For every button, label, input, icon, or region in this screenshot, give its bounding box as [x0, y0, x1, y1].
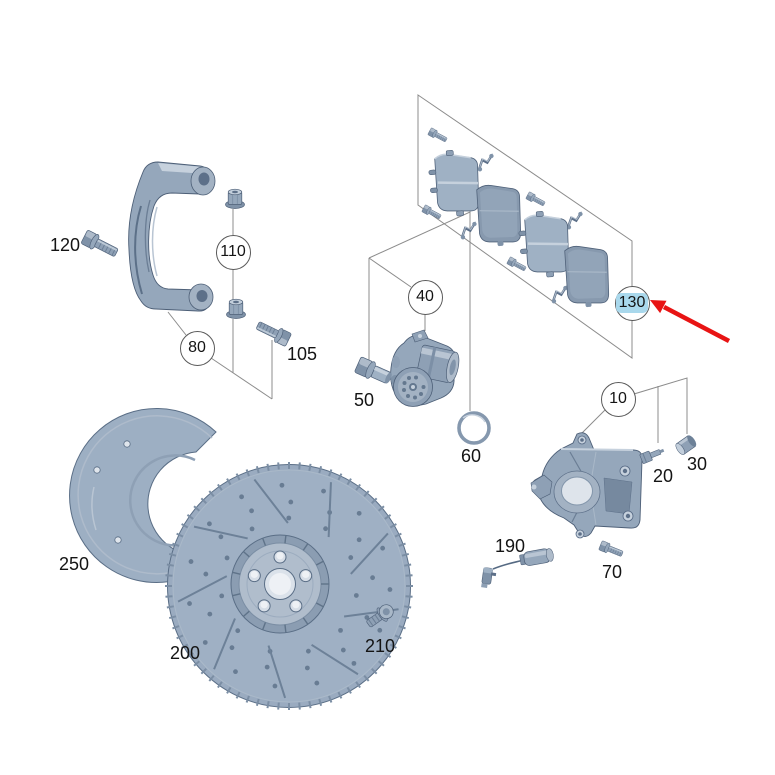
- callout-30[interactable]: 30: [686, 454, 708, 474]
- guide-pin-bolt-drawing: [80, 228, 121, 261]
- callout-80[interactable]: 80: [179, 330, 215, 366]
- bleeder-valve-drawing: [639, 448, 665, 464]
- flange-nut-upper-drawing: [225, 188, 245, 209]
- disc-serration-pattern: [165, 462, 413, 710]
- o-ring-drawing: [457, 411, 491, 445]
- callout-10-label: 10: [609, 390, 627, 407]
- caliper-bolt-drawing: [598, 539, 625, 560]
- callout-110-label: 110: [220, 243, 246, 260]
- disc-drilled-holes: [187, 482, 393, 689]
- callout-80-label: 80: [188, 339, 206, 356]
- callout-60[interactable]: 60: [460, 446, 482, 466]
- lug-holes: [247, 550, 313, 613]
- callout-40-label: 40: [416, 288, 434, 305]
- callout-130-label: 130: [615, 293, 649, 313]
- callout-200[interactable]: 200: [169, 643, 201, 663]
- callout-120[interactable]: 120: [49, 235, 81, 255]
- callout-10[interactable]: 10: [600, 381, 636, 417]
- actuator-motor-drawing: [390, 329, 460, 407]
- callout-130-highlighted[interactable]: 130: [614, 285, 650, 321]
- wear-sensor-drawing: [481, 548, 554, 589]
- callout-70[interactable]: 70: [601, 562, 623, 582]
- caliper-bracket-drawing: [128, 161, 216, 312]
- bleeder-cap-drawing: [675, 435, 697, 455]
- callout-105[interactable]: 105: [286, 344, 318, 364]
- highlight-arrow: [650, 300, 731, 344]
- brake-pad-set-drawing: [421, 127, 613, 310]
- actuator-bolt-drawing: [354, 356, 392, 384]
- callout-50[interactable]: 50: [353, 390, 375, 410]
- bracket-bolt-drawing: [253, 317, 293, 348]
- brake-caliper-drawing: [530, 432, 643, 539]
- callout-210[interactable]: 210: [364, 636, 396, 656]
- callout-110[interactable]: 110: [215, 234, 251, 270]
- callout-250[interactable]: 250: [58, 554, 90, 574]
- splash-shield-drawing: [69, 408, 219, 583]
- disc-hat: [230, 534, 330, 634]
- callout-190[interactable]: 190: [494, 536, 526, 556]
- brake-disc-drawing: [165, 462, 413, 710]
- callout-20[interactable]: 20: [652, 466, 674, 486]
- leader-lines: [167, 94, 688, 443]
- disc-screw-drawing: [366, 604, 394, 628]
- callout-40[interactable]: 40: [407, 279, 443, 315]
- flange-nut-lower-drawing: [226, 298, 246, 319]
- hat-scallop-notches: [232, 535, 329, 633]
- disc-slots: [177, 478, 399, 699]
